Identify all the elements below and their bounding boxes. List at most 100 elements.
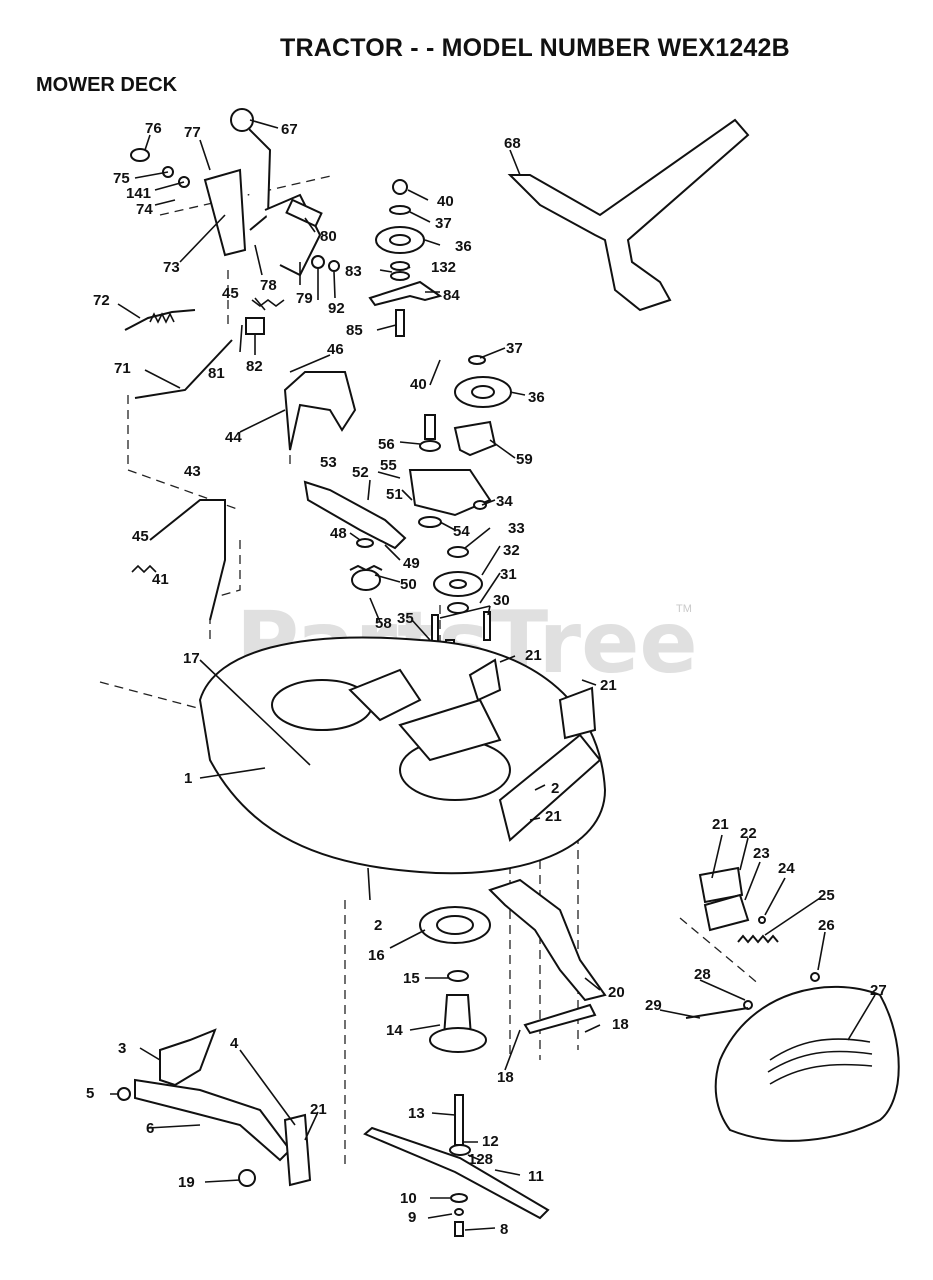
front-hanger-links xyxy=(117,1028,312,1187)
spindle-shaft-13 xyxy=(454,1094,464,1146)
callout-18-lower: 18 xyxy=(497,1069,514,1086)
spindle-cover-inner xyxy=(436,915,474,935)
callout-8: 8 xyxy=(500,1221,508,1238)
pin-24 xyxy=(758,916,766,924)
callout-67: 67 xyxy=(281,121,298,138)
mower-deck-housing xyxy=(198,636,607,875)
bracket-82 xyxy=(245,317,265,335)
bearing-15 xyxy=(447,970,469,982)
callout-81: 81 xyxy=(208,365,225,382)
callout-1: 1 xyxy=(184,770,192,787)
section-title: MOWER DECK xyxy=(36,74,178,96)
spacer-132 xyxy=(390,261,410,271)
callout-68: 68 xyxy=(504,135,521,152)
callout-76: 76 xyxy=(145,120,162,137)
callout-128: 128 xyxy=(468,1151,493,1168)
bolt-40-mid xyxy=(424,414,436,440)
callout-11: 11 xyxy=(528,1168,544,1185)
deck-belt-guide xyxy=(398,698,502,762)
callout-40-top: 40 xyxy=(437,193,454,210)
callout-77: 77 xyxy=(184,124,201,141)
hanger-strap-18 xyxy=(523,1003,597,1035)
callout-19: 19 xyxy=(178,1174,195,1191)
callout-52: 52 xyxy=(352,464,369,481)
callout-12: 12 xyxy=(482,1133,499,1150)
callout-31: 31 xyxy=(500,566,517,583)
drive-belt-68 xyxy=(507,118,750,312)
callout-141: 141 xyxy=(126,185,151,202)
spring-25 xyxy=(737,934,779,944)
callout-35: 35 xyxy=(397,610,414,627)
callout-3: 3 xyxy=(118,1040,126,1057)
callout-132: 132 xyxy=(431,259,456,276)
lock-washer-9 xyxy=(454,1208,464,1216)
hanger-20 xyxy=(488,878,607,1002)
washer-56 xyxy=(419,440,441,452)
callout-4: 4 xyxy=(230,1035,239,1052)
callout-28: 28 xyxy=(694,966,711,983)
idler-pulley-hub-36-top xyxy=(389,234,411,246)
idler-pulley-hub-36-mid xyxy=(471,385,495,399)
callout-14: 14 xyxy=(386,1022,403,1039)
callout-23: 23 xyxy=(753,845,770,862)
lever-nut-92 xyxy=(328,260,340,272)
callout-2-lower: 2 xyxy=(374,917,382,934)
idler-arm-55 xyxy=(408,469,492,517)
callout-27: 27 xyxy=(870,982,887,999)
bolt-30a xyxy=(431,614,439,644)
idler-pulley-assembly xyxy=(368,179,512,528)
callout-37-mid: 37 xyxy=(506,340,523,357)
callout-21-b: 21 xyxy=(600,677,617,694)
callout-46: 46 xyxy=(327,341,344,358)
lever-grip xyxy=(285,198,323,228)
callout-21-a: 21 xyxy=(525,647,542,664)
callout-92: 92 xyxy=(328,300,345,317)
lever-washer-79 xyxy=(311,255,325,269)
callout-33: 33 xyxy=(508,520,525,537)
callout-75: 75 xyxy=(113,170,130,187)
bracket-53 xyxy=(303,480,407,550)
callout-59: 59 xyxy=(516,451,533,468)
callout-29: 29 xyxy=(645,997,662,1014)
callout-30: 30 xyxy=(493,592,510,609)
callout-20: 20 xyxy=(608,984,625,1001)
callout-72: 72 xyxy=(93,292,110,309)
callout-48: 48 xyxy=(330,525,347,542)
rod-71 xyxy=(134,339,233,399)
deck-bracket-21 xyxy=(468,658,502,702)
lever-knob xyxy=(230,108,254,132)
washer-83 xyxy=(390,271,410,281)
front-bracket-4 xyxy=(283,1113,312,1187)
callout-56: 56 xyxy=(378,436,395,453)
hinge-23 xyxy=(703,893,750,932)
callout-2-upper: 2 xyxy=(551,780,559,797)
callout-17: 17 xyxy=(183,650,200,667)
blade-11 xyxy=(363,1126,550,1220)
callout-32: 32 xyxy=(503,542,520,559)
callout-80: 80 xyxy=(320,228,337,245)
bolt-85 xyxy=(395,309,405,337)
callout-9: 9 xyxy=(408,1209,416,1226)
callout-53: 53 xyxy=(320,454,337,471)
rod-43 xyxy=(149,499,226,621)
callout-25: 25 xyxy=(818,887,835,904)
nut-34 xyxy=(473,500,487,510)
bearing-128 xyxy=(449,1144,471,1156)
spring-45-lower xyxy=(131,564,157,574)
callout-40-mid: 40 xyxy=(410,376,427,393)
callout-21-c: 21 xyxy=(545,808,562,825)
washer-54 xyxy=(418,516,442,528)
spindle-assembly xyxy=(363,906,550,1237)
bolt-30b xyxy=(483,611,491,641)
lever-stud xyxy=(130,148,150,162)
deck-rim-bracket xyxy=(498,733,602,842)
callout-26: 26 xyxy=(818,917,835,934)
callout-44: 44 xyxy=(225,429,242,446)
callout-50: 50 xyxy=(400,576,417,593)
callout-43: 43 xyxy=(184,463,201,480)
callout-36-top: 36 xyxy=(455,238,472,255)
callout-71: 71 xyxy=(114,360,131,377)
washer-37-top xyxy=(389,205,411,215)
callout-36-mid: 36 xyxy=(528,389,545,406)
pulley-hub-32 xyxy=(449,579,467,589)
